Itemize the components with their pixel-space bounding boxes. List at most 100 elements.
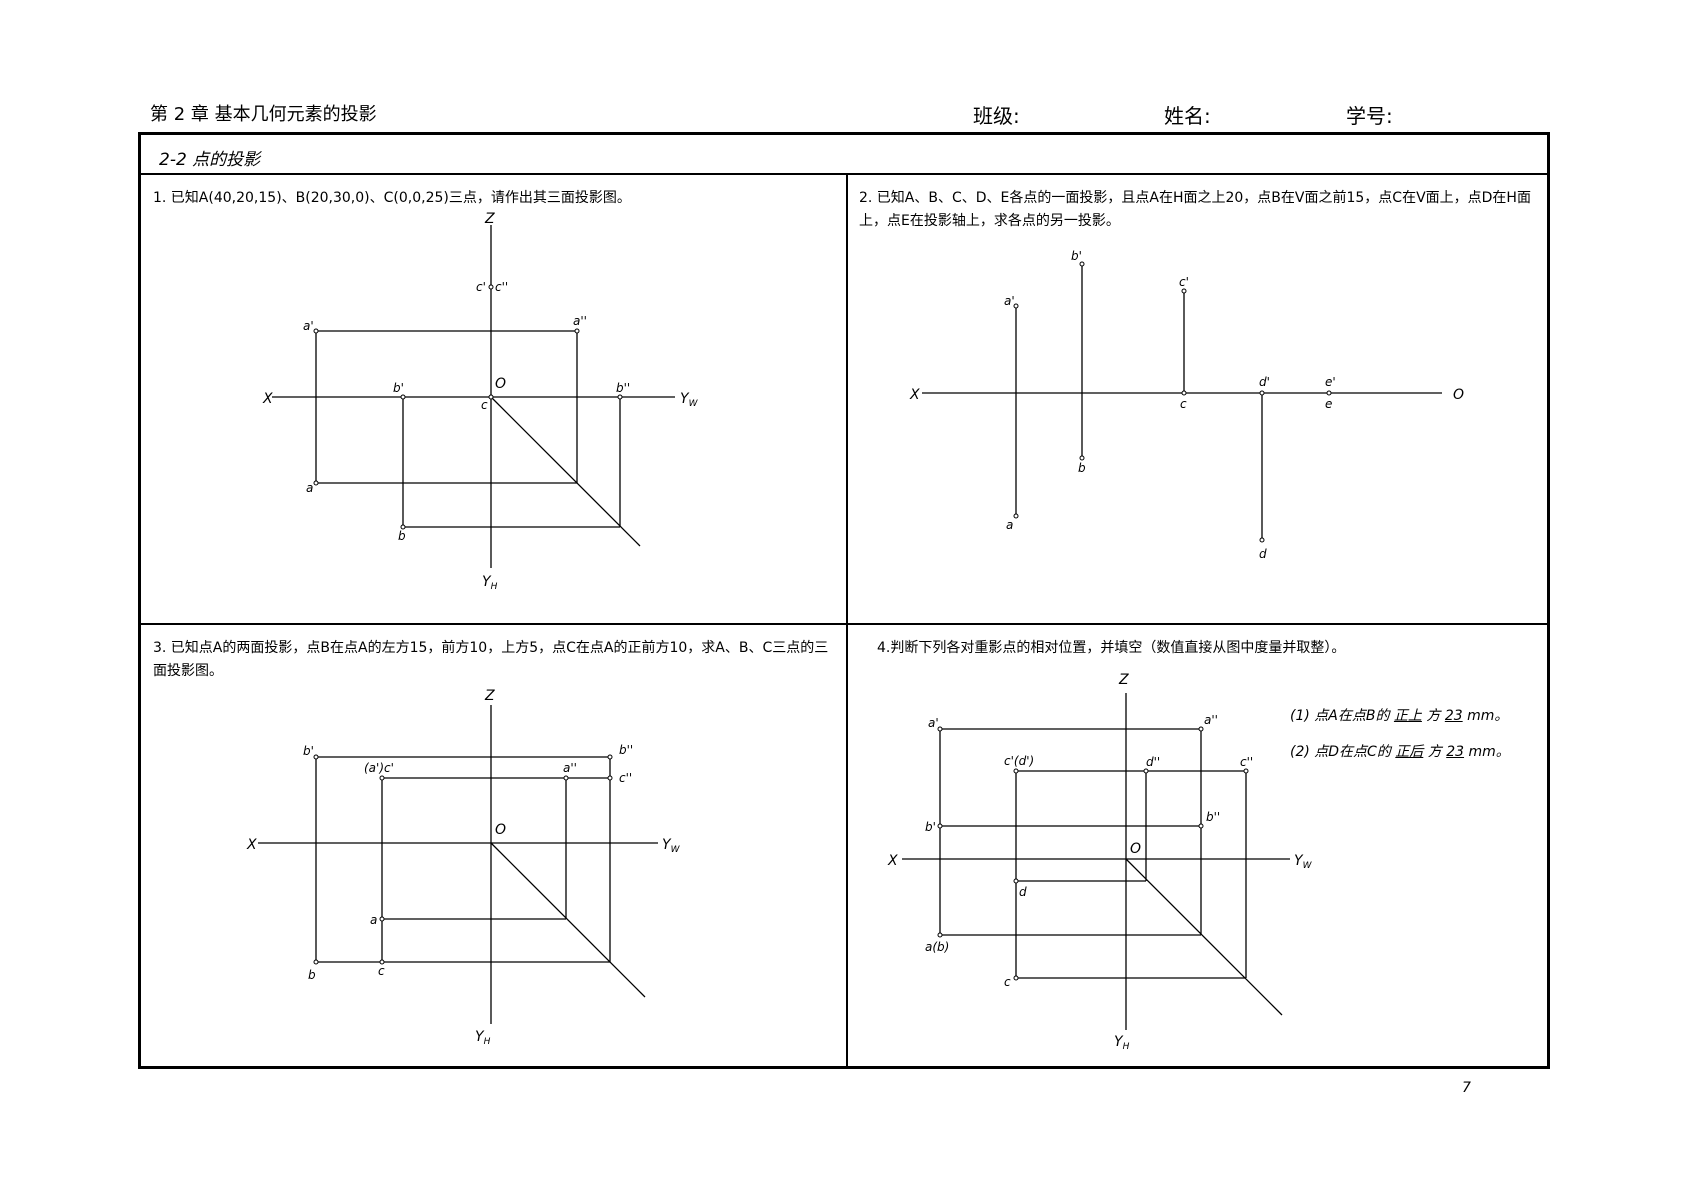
d1-point-b-h	[400, 524, 406, 530]
d2-label-c-v: c'	[1179, 275, 1189, 289]
d1-label-b-w: b''	[616, 381, 630, 395]
answer-2-value: 23	[1446, 744, 1465, 760]
class-label: 班级:	[973, 104, 1020, 128]
d4-label-d-w: d''	[1146, 755, 1160, 769]
d3-label-b-h: b	[308, 968, 316, 982]
d2-label-d-v: d'	[1259, 375, 1270, 389]
d3-label-b-w: b''	[619, 743, 633, 757]
d3-point-b-w	[607, 754, 613, 760]
d1-point-a-v	[313, 328, 319, 334]
d1-point-b-v	[400, 394, 406, 400]
d4-point-b-w	[1198, 823, 1204, 829]
d3-label-z: Z	[484, 688, 495, 704]
diagram-4: Z X O YW YH a' a'' c'(d') d'' c'' b' b''…	[887, 672, 1313, 1052]
d2-point-b-h	[1079, 455, 1085, 461]
d4-label-ab-h: a(b)	[925, 940, 949, 954]
d2-label-c-h: c	[1180, 397, 1187, 411]
answer-1-mid: 方	[1426, 708, 1441, 724]
worksheet-frame: 2-2 点的投影 1. 已知A(40,20,15)、B(20,30,0)、C(0…	[138, 132, 1550, 1069]
d3-point-a-w	[563, 775, 569, 781]
d3-diagonal	[490, 842, 646, 998]
answer-2-prefix: (2) 点D在点C的	[1290, 744, 1391, 760]
d1-label-z: Z	[484, 211, 495, 227]
d2-point-a-h	[1013, 513, 1019, 519]
d1-label-yw: YW	[680, 391, 699, 409]
d4-point-a-v	[937, 726, 943, 732]
d1-label-b-v: b'	[393, 381, 404, 395]
horizontal-divider	[141, 623, 1547, 625]
answer-1-position: 正上	[1393, 708, 1422, 724]
answer-2-position: 正后	[1395, 744, 1424, 760]
answer-1-unit: mm。	[1467, 708, 1509, 724]
answer-1: (1) 点A在点B的 正上 方 23 mm。	[1290, 705, 1508, 725]
d4-point-d-h	[1013, 878, 1019, 884]
d3-label-b-v: b'	[303, 744, 314, 758]
d4-label-d-h: d	[1019, 885, 1027, 899]
d3-label-a-h: a	[370, 913, 377, 927]
name-label: 姓名:	[1164, 104, 1211, 128]
d1-label-o: O	[495, 376, 506, 392]
d4-label-o: O	[1130, 841, 1141, 857]
d1-label-c-h: c	[481, 398, 488, 412]
d4-point-b-v	[937, 823, 943, 829]
diagram-3: Z X O YW YH b' b'' (a')c' a'' c'' a b c	[246, 688, 681, 1047]
d1-point-c-v	[488, 284, 494, 290]
d3-label-o: O	[495, 822, 506, 838]
d2-point-b-v	[1079, 261, 1085, 267]
student-id-label: 学号:	[1346, 104, 1393, 128]
d1-point-c-h	[488, 394, 494, 400]
d2-label-o: O	[1453, 387, 1464, 403]
d2-label-e-h: e	[1325, 397, 1332, 411]
d1-label-yh: YH	[482, 574, 498, 592]
d4-label-z: Z	[1118, 672, 1129, 688]
section-title: 2-2 点的投影	[159, 150, 261, 170]
answer-1-value: 23	[1444, 708, 1463, 724]
diagram-1: Z X O YW YH c' c'' a' a'' b' b'' c a b	[262, 211, 699, 592]
d4-label-b-v: b'	[925, 820, 936, 834]
d3-point-a-h	[379, 916, 385, 922]
section-bar: 2-2 点的投影	[141, 135, 1547, 175]
d3-label-yw: YW	[662, 837, 681, 855]
diagram-2: X O b' c' a' d' e' c e b a d	[909, 249, 1464, 561]
page-number: 7	[1462, 1080, 1471, 1096]
d4-point-c-w	[1243, 768, 1249, 774]
d4-label-b-w: b''	[1206, 810, 1220, 824]
d3-point-ac-v	[379, 775, 385, 781]
d2-label-d-h: d	[1259, 547, 1267, 561]
d3-point-c-h	[379, 959, 385, 965]
d2-point-c-v	[1181, 288, 1187, 294]
d2-label-b-v: b'	[1071, 249, 1082, 263]
answer-2-unit: mm。	[1468, 744, 1510, 760]
d4-point-c-h	[1013, 975, 1019, 981]
d3-label-x: X	[246, 837, 257, 853]
d1-label-a-h: a	[306, 481, 313, 495]
d3-label-c-w: c''	[619, 771, 632, 785]
d2-point-a-v	[1013, 303, 1019, 309]
d4-point-d-w	[1143, 768, 1149, 774]
d2-label-e-v: e'	[1325, 375, 1336, 389]
d2-label-x: X	[909, 387, 920, 403]
chapter-title: 第 2 章 基本几何元素的投影	[150, 104, 377, 125]
d3-label-yh: YH	[475, 1029, 491, 1047]
d4-point-ab-h	[937, 932, 943, 938]
problem-1-text: 1. 已知A(40,20,15)、B(20,30,0)、C(0,0,25)三点，…	[153, 190, 631, 206]
d1-label-c-w: c''	[495, 280, 508, 294]
d1-point-a-w	[574, 328, 580, 334]
d4-point-a-w	[1198, 726, 1204, 732]
d4-label-yw: YW	[1294, 853, 1313, 871]
d1-label-c-v: c'	[476, 280, 486, 294]
d4-label-a-v: a'	[928, 716, 939, 730]
d4-label-c-h: c	[1004, 975, 1011, 989]
answer-2: (2) 点D在点C的 正后 方 23 mm。	[1290, 741, 1510, 761]
d4-point-cd-v	[1013, 768, 1019, 774]
d3-point-c-w	[607, 775, 613, 781]
d4-label-a-w: a''	[1204, 713, 1218, 727]
d3-label-c-h: c	[378, 964, 385, 978]
d2-point-e	[1326, 390, 1332, 396]
d1-label-a-v: a'	[303, 319, 314, 333]
d1-label-a-w: a''	[573, 314, 587, 328]
d1-point-a-h	[313, 480, 319, 486]
answer-2-mid: 方	[1427, 744, 1442, 760]
problem-2-text: 2. 已知A、B、C、D、E各点的一面投影，且点A在H面之上20，点B在V面之前…	[859, 190, 1531, 229]
d4-diagonal	[1125, 858, 1283, 1016]
